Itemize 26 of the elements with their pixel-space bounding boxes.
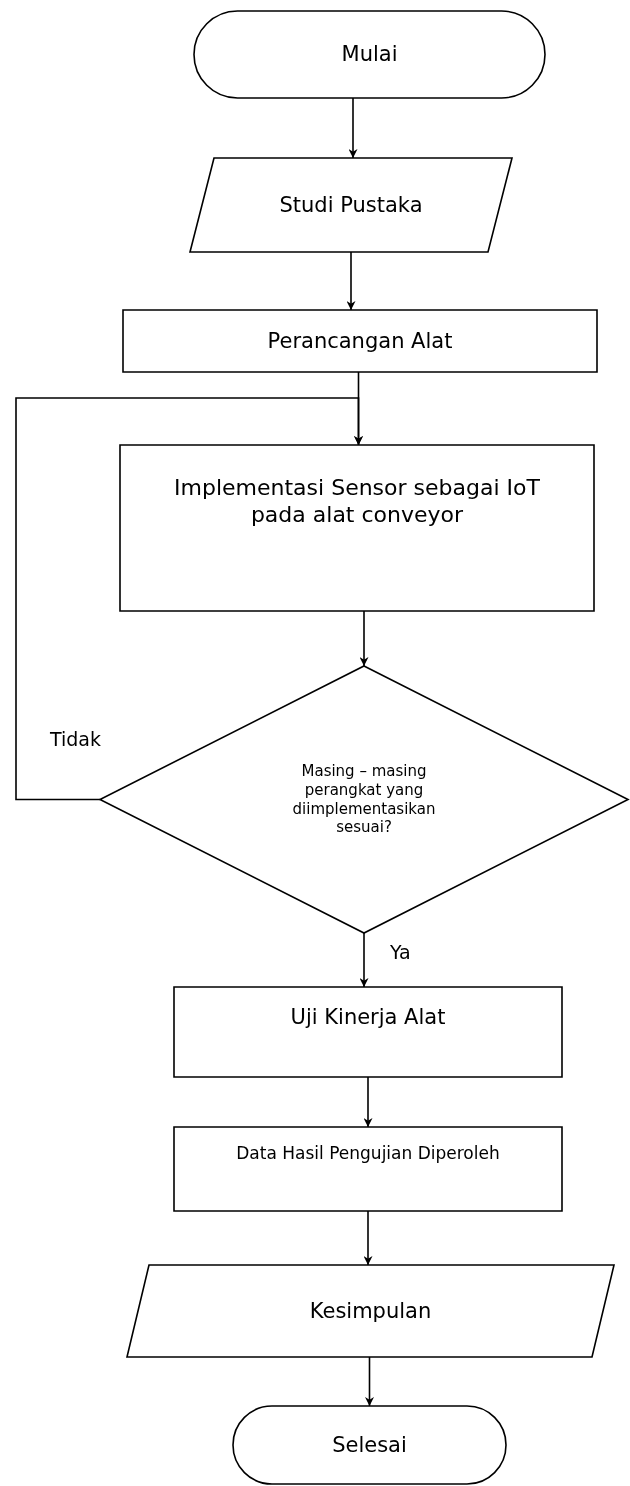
- decision-diamond: [100, 666, 628, 933]
- arrow: [348, 97, 358, 159]
- node-label: Kesimpulan: [309, 1297, 432, 1325]
- terminator-shape: [194, 11, 545, 98]
- arrow: [346, 251, 356, 311]
- process-box: [174, 1127, 562, 1211]
- process-box: [123, 310, 597, 372]
- node-label: Implementasi Sensor sebagai IoT pada alat conveyor: [173, 473, 541, 529]
- node-label: Data Hasil Pengujian Diperoleh: [236, 1143, 500, 1165]
- node-label: Mulai: [341, 41, 398, 68]
- arrow: [363, 1076, 373, 1128]
- arrow: [359, 932, 369, 988]
- node-label: Studi Pustaka: [279, 191, 423, 219]
- arrow: [359, 610, 369, 667]
- parallelogram-shape: [127, 1265, 614, 1357]
- process-box: [174, 987, 562, 1077]
- node-label: Uji Kinerja Alat: [290, 1003, 446, 1031]
- process-box: [120, 445, 594, 611]
- node-label: Perancangan Alat: [267, 327, 453, 355]
- node-label: Masing – masing perangkat yang diimplementasikan sesuai?: [291, 762, 437, 837]
- arrow: [363, 1210, 373, 1266]
- arrow: [15, 397, 363, 801]
- terminator-shape: [233, 1406, 506, 1484]
- parallelogram-shape: [190, 158, 512, 252]
- arrow: [365, 1356, 374, 1407]
- node-label: Selesai: [332, 1431, 407, 1459]
